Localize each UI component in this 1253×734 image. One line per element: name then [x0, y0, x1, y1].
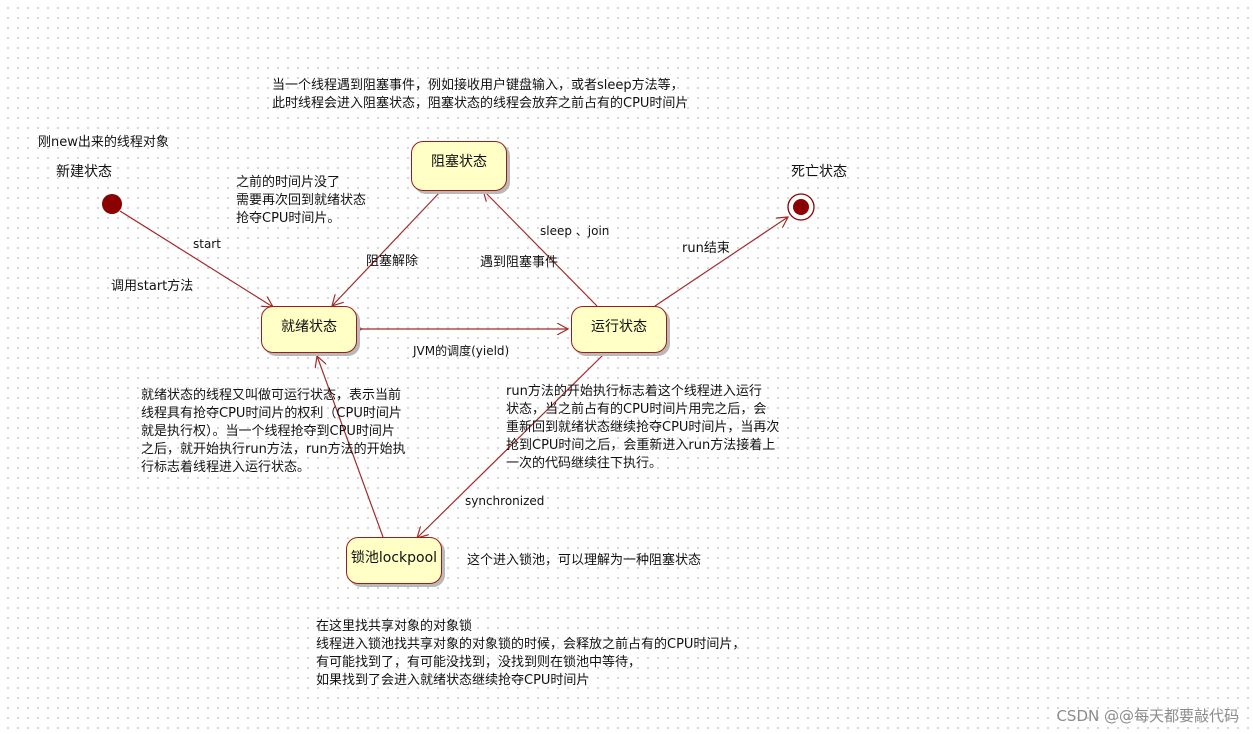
state-lockpool-label: 锁池lockpool [350, 550, 438, 566]
arrow-lockpool-to-ready [317, 356, 384, 538]
state-blocked: 阻塞状态 [411, 141, 507, 191]
running-note: run方法的开始执行标志着这个线程进入运行 状态，当之前占有的CPU时间片用完之… [506, 384, 780, 471]
run-end-label: run结束 [682, 241, 730, 256]
state-ready-label: 就绪状态 [281, 319, 337, 335]
new-state-node [102, 194, 122, 214]
meet-block-label: 遇到阻塞事件 [480, 255, 559, 270]
lockpool-side-note: 这个进入锁池，可以理解为一种阻塞状态 [467, 553, 702, 568]
new-state-label: 新建状态 [56, 164, 112, 180]
ready-note: 就绪状态的线程又叫做可运行状态，表示当前 线程具有抢夺CPU时间片的权利（CPU… [141, 388, 406, 475]
state-blocked-label: 阻塞状态 [431, 154, 487, 170]
block-release-label: 阻塞解除 [366, 254, 419, 269]
start-label: start [193, 237, 221, 251]
synchronized-label: synchronized [465, 494, 545, 508]
prev-slice-lost-note: 之前的时间片没了 需要再次回到就绪状态 抢夺CPU时间片。 [236, 175, 367, 226]
state-running: 运行状态 [571, 306, 667, 353]
state-lockpool: 锁池lockpool [346, 537, 442, 584]
sleep-join-label: sleep 、join [540, 224, 610, 238]
watermark: CSDN @@每天都要敲代码 [1056, 707, 1239, 725]
lockpool-note: 在这里找共享对象的对象锁 线程进入锁池找共享对象的对象锁的时候，会释放之前占有的… [316, 619, 746, 688]
arrow-new-to-ready [119, 210, 273, 307]
arrow-running-to-dead [654, 217, 788, 307]
new-object-label: 刚new出来的线程对象 [38, 135, 169, 150]
state-ready: 就绪状态 [261, 306, 357, 353]
dead-state-label: 死亡状态 [791, 164, 847, 180]
dead-state-node-inner [793, 199, 809, 215]
arrow-running-to-lockpool [417, 354, 604, 538]
state-running-label: 运行状态 [591, 319, 647, 335]
jvm-schedule-label: JVM的调度(yield) [413, 344, 510, 358]
call-start-label: 调用start方法 [111, 279, 194, 294]
arrow-blocked-to-ready [332, 191, 441, 306]
arrow-running-to-blocked [483, 190, 598, 307]
blocked-note: 当一个线程遇到阻塞事件，例如接收用户键盘输入，或者sleep方法等， 此时线程会… [272, 78, 689, 111]
